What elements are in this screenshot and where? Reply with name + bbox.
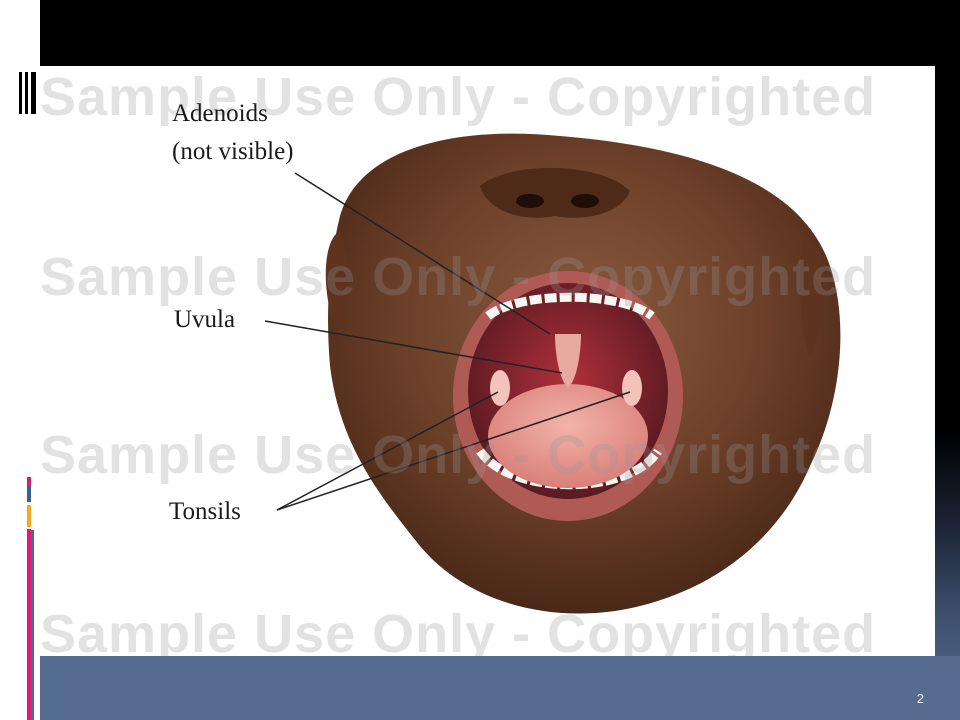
page-number: 2 — [916, 691, 924, 706]
upper-teeth — [485, 292, 655, 320]
uvula-label: Uvula — [174, 306, 236, 333]
watermark-4: Sample Use Only - Copyrighted — [40, 604, 877, 656]
right-nostril — [571, 194, 599, 208]
adenoids-leader — [294, 172, 551, 335]
corner-mark — [19, 72, 41, 114]
uvula — [555, 334, 581, 388]
adenoids-label: Adenoids — [172, 100, 268, 127]
adenoids-note: (not visible) — [172, 138, 294, 165]
left-ear — [325, 231, 349, 336]
left-nostril — [516, 194, 544, 208]
accent-bar-pink-long — [27, 529, 31, 720]
accent-bar-slate — [31, 530, 34, 720]
watermark-1: Sample Use Only - Copyrighted — [40, 67, 877, 127]
tonsils-label: Tonsils — [169, 498, 241, 525]
tongue — [488, 384, 648, 488]
anatomy-figure: Sample Use Only - Copyrighted Sample Use… — [40, 66, 935, 656]
watermark-3: Sample Use Only - Copyrighted — [40, 425, 877, 485]
mouth-illustration — [264, 133, 841, 614]
left-tonsil — [490, 370, 510, 406]
watermark-2: Sample Use Only - Copyrighted — [40, 247, 877, 307]
tonsils-leader-right — [276, 391, 631, 511]
tonsils-leader-left — [276, 391, 499, 511]
uvula-leader — [264, 320, 563, 374]
accent-bar-blue — [27, 486, 31, 502]
footer-band — [40, 656, 960, 720]
right-tonsil — [622, 370, 642, 406]
right-ear — [800, 236, 825, 356]
accent-bar-pink — [27, 477, 31, 486]
accent-bar-orange — [27, 505, 31, 527]
